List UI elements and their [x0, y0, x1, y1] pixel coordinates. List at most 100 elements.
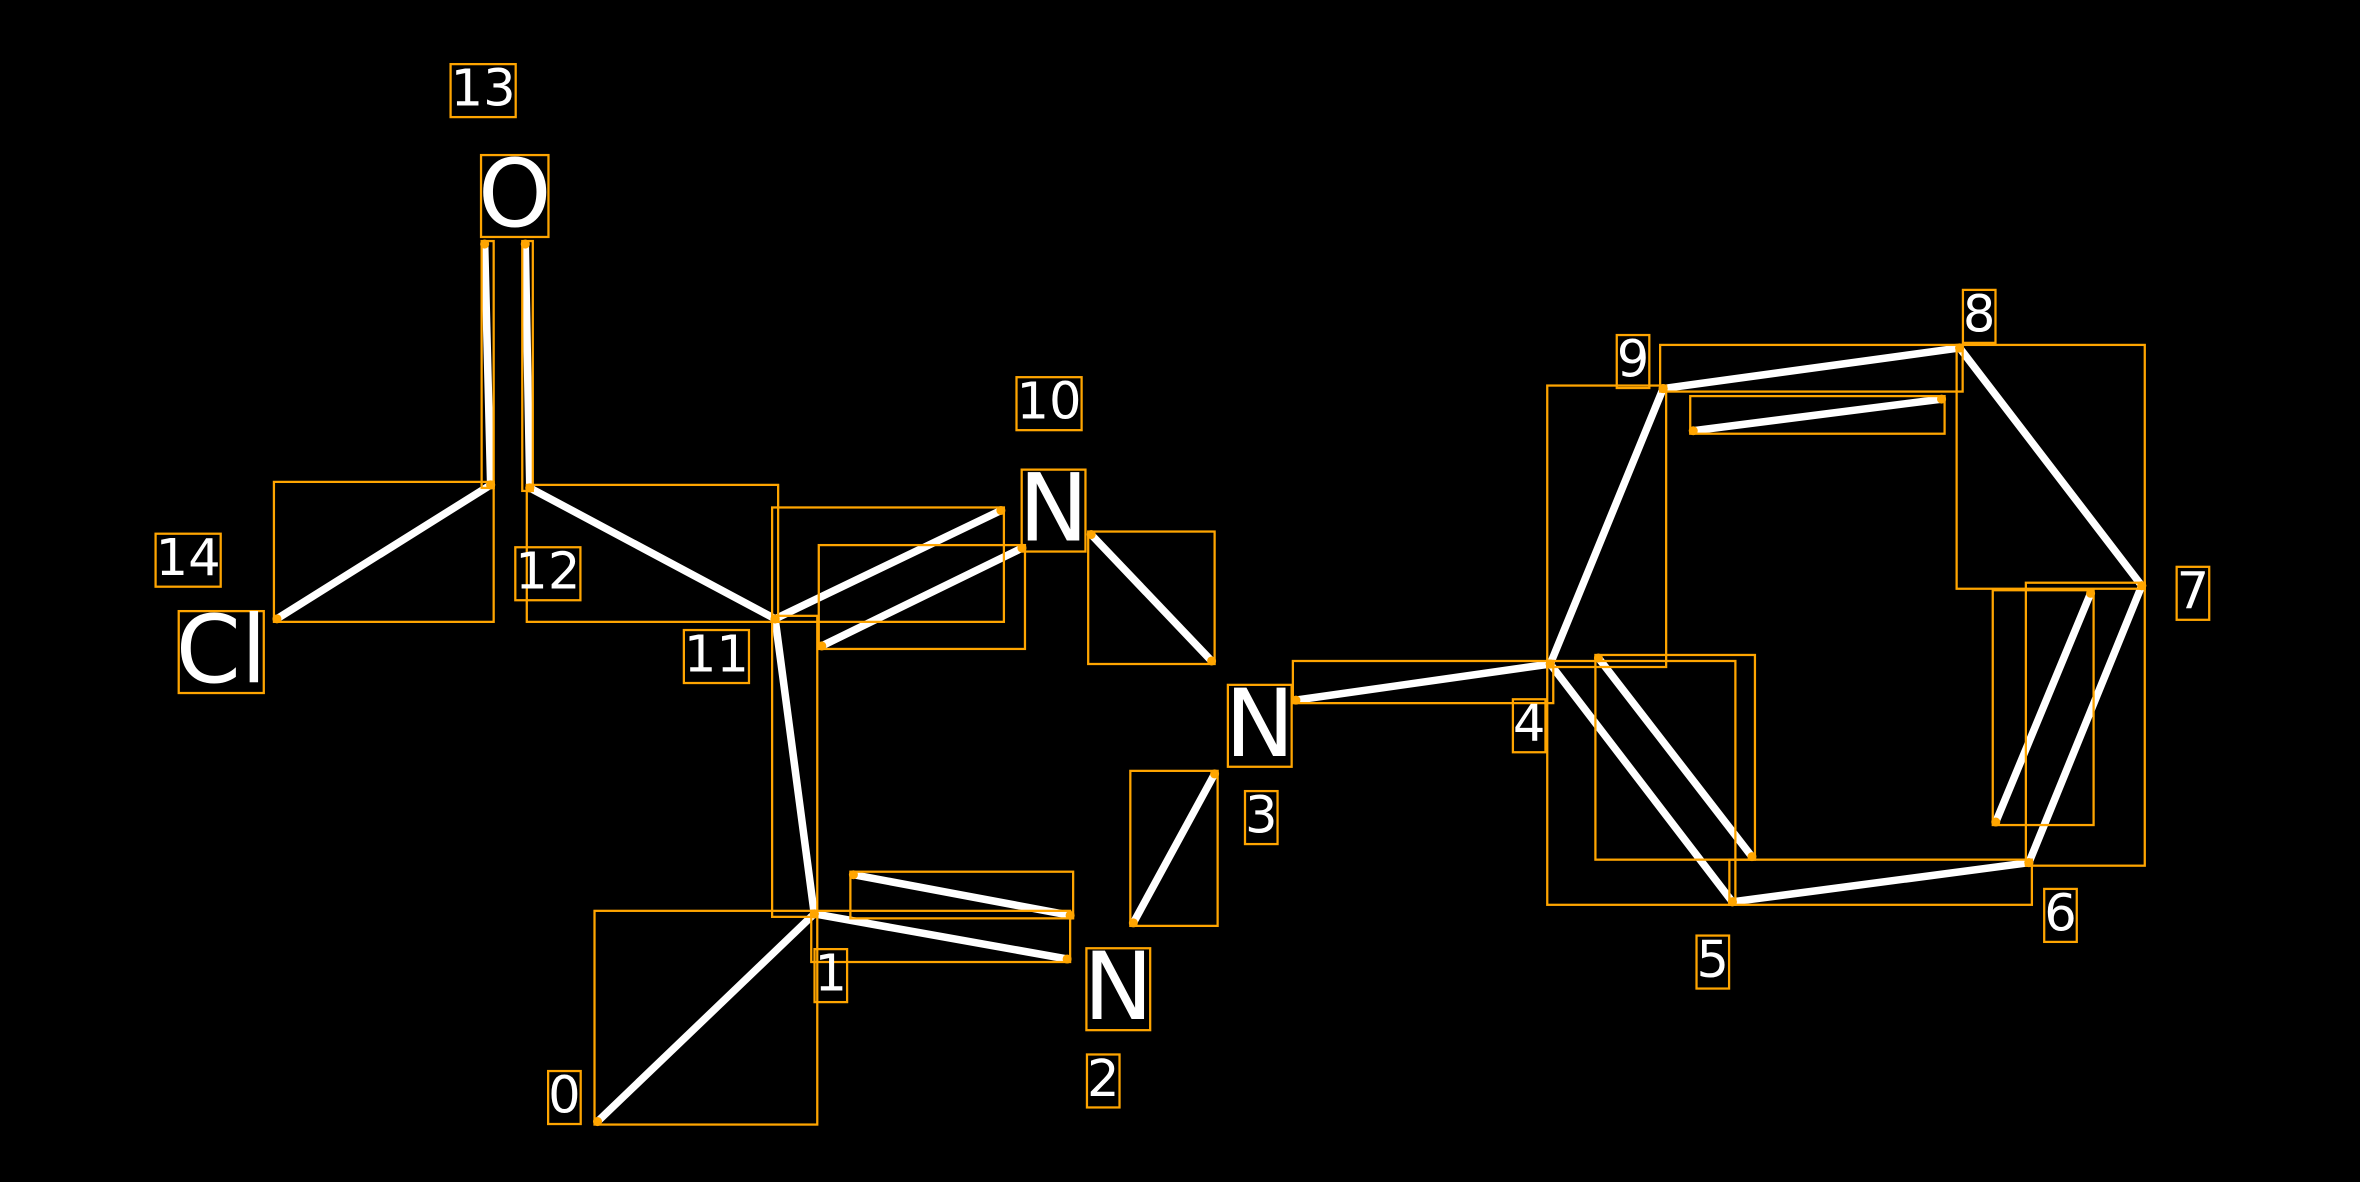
atom-index-5: 5	[1697, 931, 1730, 990]
bond-7-8	[1955, 344, 2146, 590]
bond-endpoint	[809, 909, 819, 919]
bond-6-7-second-line	[1992, 589, 2095, 826]
atom-index-2: 2	[1087, 1050, 1120, 1109]
bond-endpoint	[770, 614, 780, 624]
index-bounding-box	[2175, 565, 2211, 621]
atom-label-14: Cl	[176, 596, 267, 705]
atom-index-8: 8	[1963, 285, 1996, 344]
bond-10-11-second-line	[818, 544, 1026, 650]
atom-index-11: 11	[684, 626, 749, 685]
bond-bounding-box	[1129, 769, 1219, 928]
atom-index-13: 13	[451, 60, 516, 119]
bond-10-11	[771, 506, 1005, 623]
bond-11-1	[771, 615, 819, 918]
atom-bounding-box	[1085, 947, 1152, 1032]
atom-index-14: 14	[156, 529, 221, 588]
bond-endpoint	[1688, 426, 1698, 436]
atom-bounding-box	[1020, 468, 1087, 553]
bond-bounding-box	[849, 870, 1075, 920]
index-bounding-box	[514, 546, 582, 602]
index-bounding-box	[154, 532, 222, 588]
bond-endpoint	[593, 1117, 603, 1127]
atom-index-3: 3	[1245, 787, 1278, 846]
index-bounding-box	[1615, 333, 1651, 390]
atom-index-9: 9	[1617, 331, 1650, 390]
index-bounding-box	[2043, 887, 2078, 944]
bond-endpoint	[1727, 897, 1737, 907]
bond-endpoint	[1065, 910, 1075, 920]
bond-endpoint	[1291, 695, 1301, 705]
atom-bounding-box	[1226, 683, 1293, 768]
bond-endpoint	[1062, 954, 1072, 964]
bond-endpoint	[1593, 653, 1603, 663]
atom-index-1: 1	[815, 945, 848, 1004]
bond-endpoint	[2024, 858, 2034, 868]
index-bounding-box	[1243, 789, 1279, 846]
bond-bounding-box	[272, 480, 495, 623]
bond-endpoint	[480, 239, 490, 249]
atom-index-6: 6	[2044, 884, 2077, 943]
bond-4-5-second-line	[1594, 654, 1756, 861]
bond-bounding-box	[817, 543, 1027, 651]
bond-bounding-box	[770, 614, 819, 918]
bond-bounding-box	[1955, 343, 2146, 590]
atom-label-2: N	[1083, 933, 1153, 1042]
bond-endpoint	[486, 480, 496, 490]
bond-endpoint	[848, 870, 858, 880]
bond-4-5	[1546, 660, 1737, 906]
index-bounding-box	[1961, 288, 1997, 344]
bond-endpoint	[525, 483, 535, 493]
bond-0-1	[593, 910, 819, 1126]
bond-endpoint	[1991, 817, 2001, 827]
bond-bounding-box	[770, 506, 1006, 623]
bond-bounding-box	[525, 483, 780, 623]
index-bounding-box	[813, 947, 849, 1004]
atom-index-4: 4	[1513, 695, 1546, 754]
atom-bounding-box	[177, 609, 265, 695]
bond-6-7	[2025, 581, 2146, 867]
bond-bounding-box	[1689, 394, 1946, 435]
bond-bounding-box	[1291, 659, 1555, 705]
bond-9-4	[1546, 384, 1667, 668]
atom-index-12: 12	[515, 543, 580, 602]
bond-bounding-box	[810, 909, 1072, 964]
atom-index-0: 0	[548, 1067, 581, 1126]
bond-endpoint	[1955, 343, 1965, 353]
atom-label-13: O	[478, 140, 551, 249]
bond-bounding-box	[1594, 653, 1757, 861]
bond-11-12	[526, 484, 779, 623]
atom-label-3: N	[1225, 670, 1295, 779]
bond-3-10	[1087, 530, 1216, 665]
bond-endpoint	[520, 239, 530, 249]
bond-endpoint	[1128, 918, 1138, 928]
bond-bounding-box	[1728, 858, 2034, 906]
bond-endpoint	[1086, 530, 1096, 540]
bond-bounding-box	[1991, 589, 2095, 827]
bond-1-2-second-line	[849, 870, 1074, 920]
bond-12-14	[273, 481, 495, 623]
atom-index-10: 10	[1017, 373, 1082, 432]
bond-bounding-box	[1658, 343, 1964, 393]
bond-3-4	[1292, 660, 1555, 704]
index-bounding-box	[449, 62, 517, 119]
bond-8-9	[1659, 344, 1964, 393]
index-bounding-box	[547, 1069, 582, 1126]
bond-8-9-second-line	[1689, 395, 1946, 435]
bond-5-6	[1728, 858, 2033, 906]
bond-endpoint	[2086, 588, 2096, 598]
bond-endpoint	[817, 641, 827, 651]
bond-bounding-box	[593, 909, 819, 1126]
bond-endpoint	[272, 614, 282, 624]
atom-bounding-box	[479, 153, 550, 239]
index-bounding-box	[1511, 698, 1547, 754]
bond-bounding-box	[1087, 530, 1216, 666]
atom-index-7: 7	[2177, 562, 2210, 621]
atom-label-10: N	[1019, 455, 1089, 564]
bond-1-2	[810, 910, 1071, 963]
index-bounding-box	[682, 628, 751, 685]
bond-bounding-box	[1546, 384, 1668, 669]
bond-12-13	[480, 240, 495, 489]
bond-endpoint	[996, 505, 1006, 515]
bond-endpoint	[2137, 581, 2147, 591]
bond-endpoint	[1545, 659, 1555, 669]
